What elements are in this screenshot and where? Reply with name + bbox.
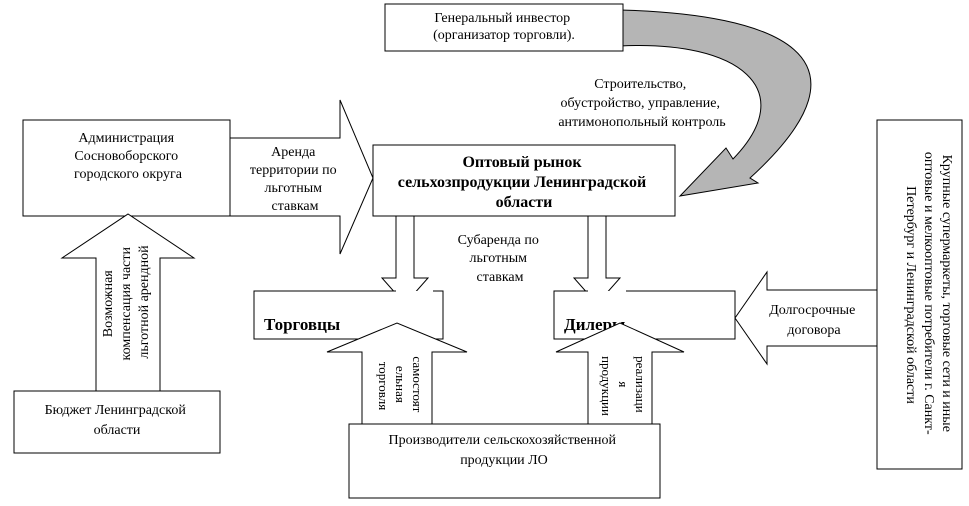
producers-text: Производители сельскохозяйственной проду…: [388, 433, 619, 468]
investor-text: Генеральный инвестор (организатор торгов…: [433, 11, 575, 43]
buyers-box: [876, 119, 963, 470]
construction-label: Строительство, обустройство, управление,…: [558, 77, 725, 130]
realization-label: реализаци я продукции: [599, 356, 648, 416]
market-box: [372, 144, 676, 217]
sublease-label: Субаренда по льготным ставкам: [458, 233, 543, 285]
compensation-arrow: [60, 213, 196, 392]
compensation-label: Возможная компенсация части льготной аре…: [101, 244, 152, 361]
self-trade-arrow: [326, 322, 468, 425]
rent-arrow: [229, 99, 374, 255]
self-trade-label: самостоят ельная торговля: [376, 356, 425, 415]
investor-box: [384, 3, 624, 52]
realization-arrow: [555, 322, 685, 425]
contracts-arrow: [734, 270, 878, 366]
investor-curve-arrow: [619, 9, 812, 197]
rent-label: Аренда территории по льготным ставкам: [250, 145, 340, 214]
buyers-text: Крупные супермаркеты, торговые сети и ин…: [903, 152, 954, 438]
budget-text: Бюджет Ленинградской области: [45, 403, 190, 438]
producers-box: [348, 423, 661, 499]
administration-text: Администрация Сосновоборского городского…: [74, 131, 183, 182]
contracts-label: Долгосрочные договора: [769, 303, 859, 338]
budget-box: [13, 390, 221, 454]
market-text: Оптовый рынок сельхозпродукции Ленинград…: [398, 154, 650, 211]
traders-text: Торговцы: [264, 315, 340, 334]
